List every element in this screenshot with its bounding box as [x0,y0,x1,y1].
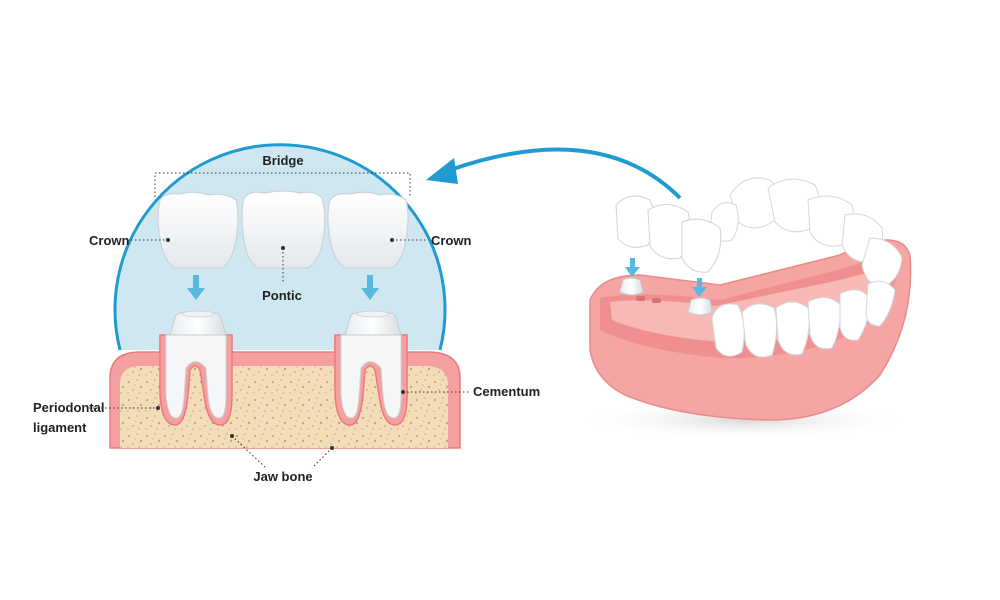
leader-lines [89,172,470,469]
label-crown-left: Crown [89,233,130,248]
model-bridge [615,195,722,273]
bridge [157,190,409,269]
lower-back-teeth [709,177,903,289]
pontic-shape [241,190,326,269]
label-jaw-bone: Jaw bone [253,469,312,484]
curved-arrow-icon [426,147,682,200]
label-periodontal-ligament-1: Periodontal [33,400,105,415]
down-arrow-icon [692,278,707,297]
lower-jaw-model [575,177,915,440]
down-arrow-icon [187,275,205,300]
abutment-tooth-left [159,310,233,426]
abutment-tooth-right [334,310,408,426]
label-bridge: Bridge [262,153,303,168]
lower-front-teeth [711,280,896,358]
model-abutments [619,277,713,316]
label-cementum: Cementum [473,384,540,399]
crown-right-shape [327,191,409,269]
crown-left-shape [157,191,239,269]
label-pontic: Pontic [262,288,302,303]
label-periodontal-ligament-2: ligament [33,420,87,435]
down-arrow-icon [361,275,379,300]
label-crown-right: Crown [431,233,472,248]
down-arrow-icon [625,258,640,277]
